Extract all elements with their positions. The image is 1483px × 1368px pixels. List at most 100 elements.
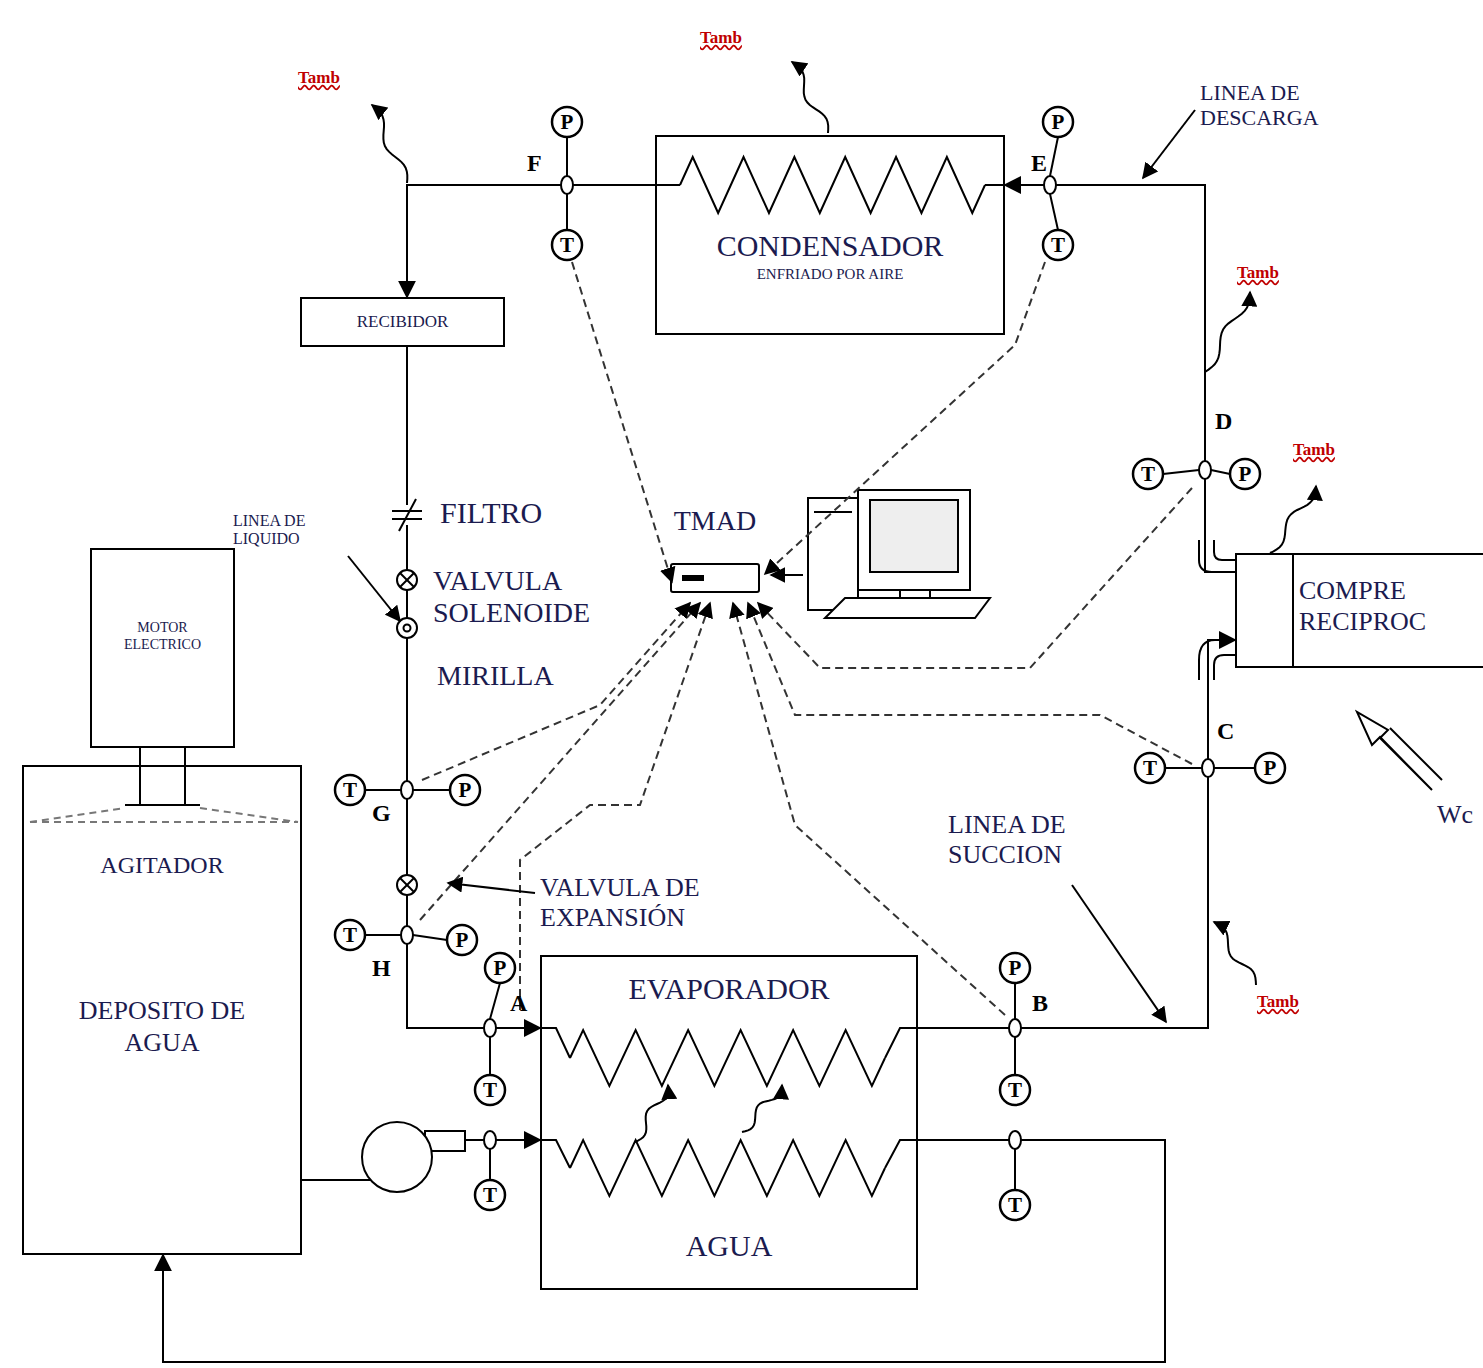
pipe-connector bbox=[1005, 185, 1235, 572]
computer-icon bbox=[900, 590, 930, 598]
component-box: CONDENSADOR ENFRIADO POR AIRE bbox=[655, 135, 1005, 335]
liquid-line-components bbox=[404, 625, 411, 632]
work-arrow bbox=[1390, 728, 1442, 780]
component-label: RECIBIDOR bbox=[357, 312, 449, 332]
component-label: MOTOR ELECTRICO bbox=[113, 620, 213, 654]
evaporator-coil bbox=[570, 1030, 885, 1086]
part-label: VALVULA DE EXPANSIÓN bbox=[540, 873, 780, 933]
sensor-oval bbox=[1009, 1131, 1021, 1149]
liquid-line-components bbox=[400, 573, 414, 587]
sensor-stems bbox=[489, 1149, 491, 1180]
pipe-connector bbox=[918, 640, 1235, 1028]
sensor-circle bbox=[1255, 753, 1285, 783]
leader-arrows bbox=[1143, 110, 1195, 178]
component-box: COMPRE RECIPROC bbox=[1235, 553, 1483, 668]
liquid-line-components bbox=[400, 573, 414, 587]
point-letter: C bbox=[1217, 718, 1234, 746]
leader-arrows bbox=[348, 556, 400, 621]
compressor-pipe bbox=[1214, 540, 1235, 560]
sensor-letter: P bbox=[1052, 112, 1065, 133]
motor-shaft bbox=[125, 804, 200, 806]
signal-lines bbox=[733, 603, 1005, 1015]
sensor-letter: T bbox=[483, 1080, 497, 1101]
sensor-oval bbox=[1044, 176, 1056, 194]
pipe-connector bbox=[407, 185, 655, 297]
sensor-oval bbox=[561, 176, 573, 194]
sensor-letter: T bbox=[1143, 758, 1157, 779]
liquid-line-components bbox=[392, 510, 422, 512]
sensor-letter: P bbox=[459, 780, 472, 801]
point-letter: A bbox=[510, 990, 527, 1018]
sensor-oval bbox=[484, 1131, 496, 1149]
component-box: AGITADORDEPOSITO DE AGUA bbox=[22, 765, 302, 1255]
sensor-oval bbox=[484, 1019, 496, 1037]
sensor-stems bbox=[1163, 470, 1199, 474]
compressor-pipe bbox=[1199, 540, 1235, 680]
sensor-letter: T bbox=[1008, 1195, 1022, 1216]
sensor-circle bbox=[335, 107, 1285, 1220]
computer-icon bbox=[771, 574, 803, 576]
liquid-line-components bbox=[392, 518, 422, 520]
computer-icon bbox=[825, 598, 990, 618]
sensor-stems bbox=[490, 983, 500, 1019]
sensor-letter: T bbox=[560, 235, 574, 256]
sensor-circle bbox=[1043, 230, 1073, 260]
heat-arrow bbox=[372, 105, 407, 183]
sensor-circle bbox=[335, 920, 365, 950]
compressor-pipe bbox=[1214, 655, 1235, 680]
sensor-letter: T bbox=[343, 780, 357, 801]
leader-arrows bbox=[348, 110, 1195, 1022]
sensor-stems bbox=[1214, 767, 1255, 769]
sensor-letter: P bbox=[561, 112, 574, 133]
computer-icon bbox=[870, 500, 958, 572]
computer-icon bbox=[858, 490, 970, 590]
heat-arrow bbox=[1214, 922, 1256, 985]
point-letter: D bbox=[1215, 408, 1232, 436]
part-label: FILTRO bbox=[440, 496, 620, 531]
sensor-circle bbox=[485, 953, 515, 983]
signal-lines bbox=[758, 488, 1192, 668]
sensor-circle bbox=[552, 230, 582, 260]
compressor-divider bbox=[1292, 555, 1294, 666]
sensor-circle bbox=[447, 925, 477, 955]
point-letter: G bbox=[372, 800, 391, 828]
device-display bbox=[682, 575, 704, 581]
component-box: RECIBIDOR bbox=[300, 297, 505, 347]
heat-arrow bbox=[742, 1085, 782, 1132]
component-label: COMPRE RECIPROC bbox=[1299, 575, 1483, 637]
coil-lead bbox=[540, 1028, 918, 1058]
ambient-temp-label: Tamb bbox=[1293, 440, 1335, 460]
leader-arrows bbox=[448, 883, 535, 893]
sensor-stems bbox=[566, 137, 568, 176]
sensor-oval bbox=[1199, 461, 1211, 479]
sensor-letter: T bbox=[1141, 464, 1155, 485]
heat-arrow bbox=[1205, 292, 1250, 372]
heat-arrow bbox=[1270, 486, 1316, 553]
component-label: ENFRIADO POR AIRE bbox=[657, 266, 1003, 283]
sensor-letter: T bbox=[1008, 1080, 1022, 1101]
sensor-letter: P bbox=[494, 958, 507, 979]
sensor-circle bbox=[1000, 953, 1030, 983]
sensor-stems bbox=[1050, 137, 1058, 176]
component-label: EVAPORADOR bbox=[542, 972, 916, 1007]
sensor-circle bbox=[1000, 1190, 1030, 1220]
component-label: CONDENSADOR bbox=[657, 229, 1003, 262]
leader-arrows bbox=[1072, 885, 1166, 1022]
sensor-stems bbox=[1211, 470, 1230, 474]
liquid-line-components bbox=[400, 878, 414, 892]
sensor-oval bbox=[401, 781, 413, 799]
computer-icon bbox=[771, 490, 990, 618]
ambient-temp-label: Tamb bbox=[1237, 263, 1279, 283]
coil-lead bbox=[540, 1140, 918, 1168]
condenser-coil bbox=[680, 157, 985, 213]
water-coil bbox=[570, 1140, 885, 1196]
liquid-line-components bbox=[397, 875, 417, 895]
sensor-letter: P bbox=[456, 930, 469, 951]
sensor-circle bbox=[475, 1075, 505, 1105]
sensor-stems bbox=[413, 935, 447, 940]
sensor-circle bbox=[1135, 753, 1165, 783]
sensor-circle bbox=[1043, 107, 1073, 137]
part-label: VALVULA SOLENOIDE bbox=[433, 565, 643, 629]
component-box: EVAPORADORAGUA bbox=[540, 955, 918, 1290]
